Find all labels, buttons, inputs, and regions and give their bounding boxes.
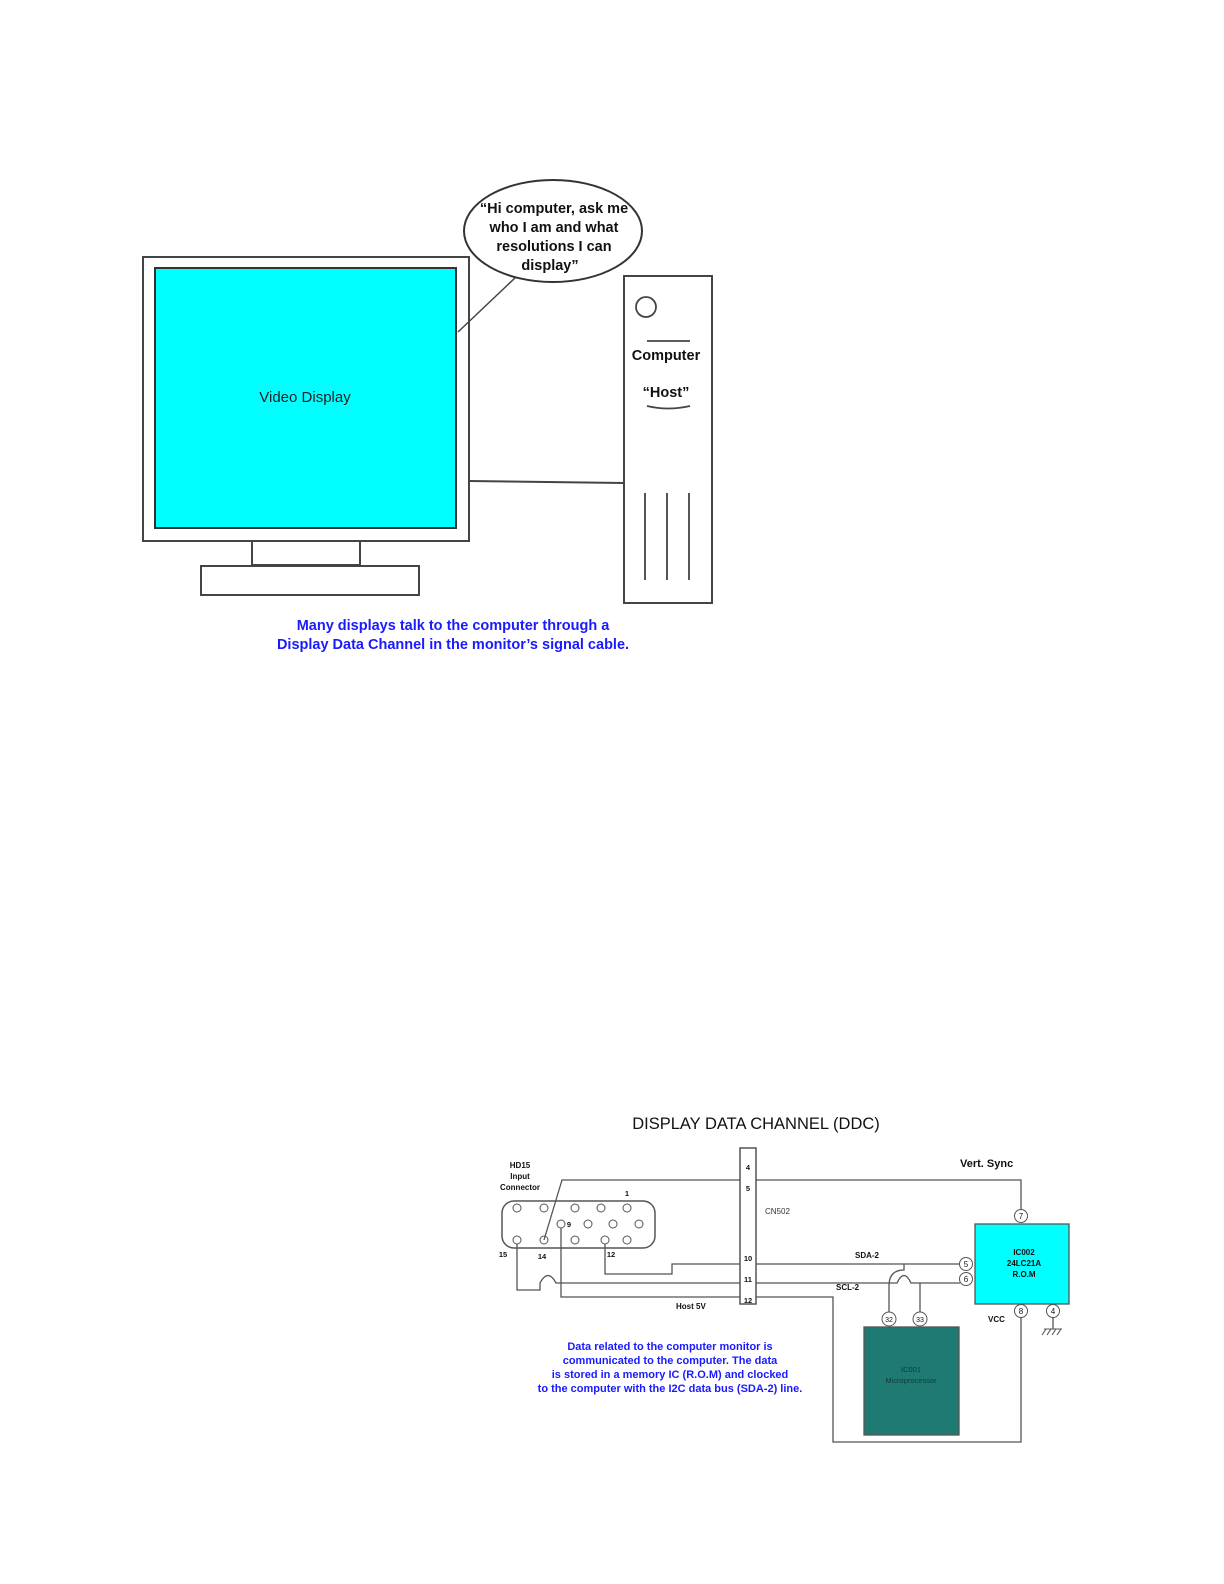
rom-pin-8 — [1014, 1304, 1028, 1318]
hd15-pin-12-label: 12 — [607, 1250, 615, 1259]
rom-pin-8-label: 8 — [1019, 1307, 1024, 1316]
computer-label: Computer — [632, 348, 701, 364]
cn502-pin-5: 5 — [746, 1184, 750, 1193]
ground-symbol-icon — [1041, 1328, 1062, 1336]
wire-vert-sync — [756, 1179, 1022, 1211]
rom-pin-6-label: 6 — [964, 1275, 969, 1284]
rom-pin-4-label: 4 — [1051, 1307, 1056, 1316]
host-underline — [646, 405, 691, 410]
rom-label-line-2: 24LC21A — [1007, 1259, 1041, 1268]
rom-pin-5-label: 5 — [964, 1260, 969, 1269]
cn502-pin-4: 4 — [746, 1163, 751, 1172]
hd15-pin — [556, 1219, 566, 1229]
rom-pin-7 — [1014, 1209, 1028, 1223]
rom-ic002 — [974, 1223, 1070, 1305]
hd15-pin-15-label: 15 — [499, 1250, 507, 1259]
micro-label-line-1: IC001 — [901, 1365, 921, 1374]
scl2-label: SCL-2 — [836, 1283, 860, 1292]
micro-pin-33 — [912, 1311, 928, 1327]
bubble-line-2: who I am and what — [489, 220, 619, 236]
signal-cable — [468, 480, 625, 484]
wire-vsync-hd15 — [543, 1179, 740, 1241]
host-label: “Host” — [643, 385, 690, 401]
wire-scl-hd15 — [516, 1244, 740, 1291]
figure1-caption-line-1: Many displays talk to the computer throu… — [297, 618, 611, 634]
speech-bubble-tail — [457, 276, 517, 333]
rom-pin-4 — [1046, 1304, 1060, 1318]
micro-label-line-2: Microprocessor — [885, 1376, 937, 1385]
ddc-description-line-2: communicated to the computer. The data — [563, 1355, 778, 1367]
figure-monitor-computer: Video Display “Hi computer, ask me who I… — [142, 179, 713, 653]
cn502-connector — [739, 1147, 757, 1305]
hd15-pin — [600, 1235, 610, 1245]
hd15-connector — [501, 1200, 656, 1249]
micro-pin-32-label: 32 — [885, 1317, 893, 1324]
hd15-pin-1-label: 1 — [625, 1189, 629, 1198]
sda2-label: SDA-2 — [855, 1251, 880, 1260]
rom-label-line-1: IC002 — [1013, 1248, 1035, 1257]
vcc-label: VCC — [988, 1315, 1005, 1324]
cn502-pin-11: 11 — [744, 1275, 752, 1284]
video-display-screen — [154, 267, 457, 529]
bubble-line-4: display” — [521, 258, 578, 274]
cn502-pin-12: 12 — [744, 1296, 752, 1305]
host5v-label: Host 5V — [676, 1302, 706, 1311]
wire-host5v-vcc — [756, 1296, 1022, 1443]
micro-pin-33-label: 33 — [916, 1317, 924, 1324]
wire-host5v-hd15 — [560, 1228, 740, 1298]
figure-ddc-schematic: DISPLAY DATA CHANNEL (DDC) HD15 Input Co… — [499, 1115, 1070, 1443]
hd15-pin-14-label: 14 — [538, 1252, 547, 1261]
bubble-line-1: “Hi computer, ask me — [480, 201, 628, 217]
hd15-pin — [583, 1219, 593, 1229]
cn502-pin-10: 10 — [744, 1254, 752, 1263]
microprocessor-ic001 — [863, 1326, 960, 1436]
wire-sda-hd15 — [604, 1244, 740, 1275]
hd15-pin — [608, 1219, 618, 1229]
hd15-pin — [570, 1235, 580, 1245]
hd15-pin — [622, 1203, 632, 1213]
hd15-pin-9-label: 9 — [567, 1220, 571, 1229]
ddc-title: DISPLAY DATA CHANNEL (DDC) — [632, 1115, 880, 1133]
bubble-line-3: resolutions I can — [496, 239, 611, 255]
monitor-neck — [251, 540, 361, 566]
rom-pin-5 — [959, 1257, 973, 1271]
ddc-description-line-4: to the computer with the I2C data bus (S… — [538, 1383, 803, 1395]
rom-label-line-3: R.O.M — [1012, 1270, 1035, 1279]
hd15-pin — [570, 1203, 580, 1213]
hd15-pin — [622, 1235, 632, 1245]
hd15-pin — [512, 1235, 522, 1245]
hd15-label-line-1: HD15 — [510, 1161, 531, 1170]
micro-pin-32 — [881, 1311, 897, 1327]
hd15-pin — [596, 1203, 606, 1213]
hd15-label-line-2: Input — [510, 1172, 530, 1181]
power-button-icon — [635, 296, 657, 318]
rom-pin-6 — [959, 1272, 973, 1286]
ddc-description-line-1: Data related to the computer monitor is — [567, 1341, 772, 1353]
monitor-base — [200, 565, 420, 596]
hd15-label-line-3: Connector — [500, 1183, 540, 1192]
ddc-description-line-3: is stored in a memory IC (R.O.M) and clo… — [552, 1369, 789, 1381]
vert-sync-label: Vert. Sync — [960, 1158, 1013, 1170]
hd15-pin — [512, 1203, 522, 1213]
computer-tower — [623, 275, 713, 604]
wire-micro-32 — [888, 1264, 905, 1313]
figure1-caption-line-2: Display Data Channel in the monitor’s si… — [277, 637, 629, 653]
speech-bubble — [463, 179, 643, 283]
hd15-pin — [634, 1219, 644, 1229]
cn502-label: CN502 — [765, 1207, 790, 1216]
rom-pin-7-label: 7 — [1019, 1212, 1024, 1221]
video-display-label: Video Display — [259, 389, 351, 406]
wire-scl2 — [756, 1274, 960, 1284]
hd15-pin — [539, 1203, 549, 1213]
